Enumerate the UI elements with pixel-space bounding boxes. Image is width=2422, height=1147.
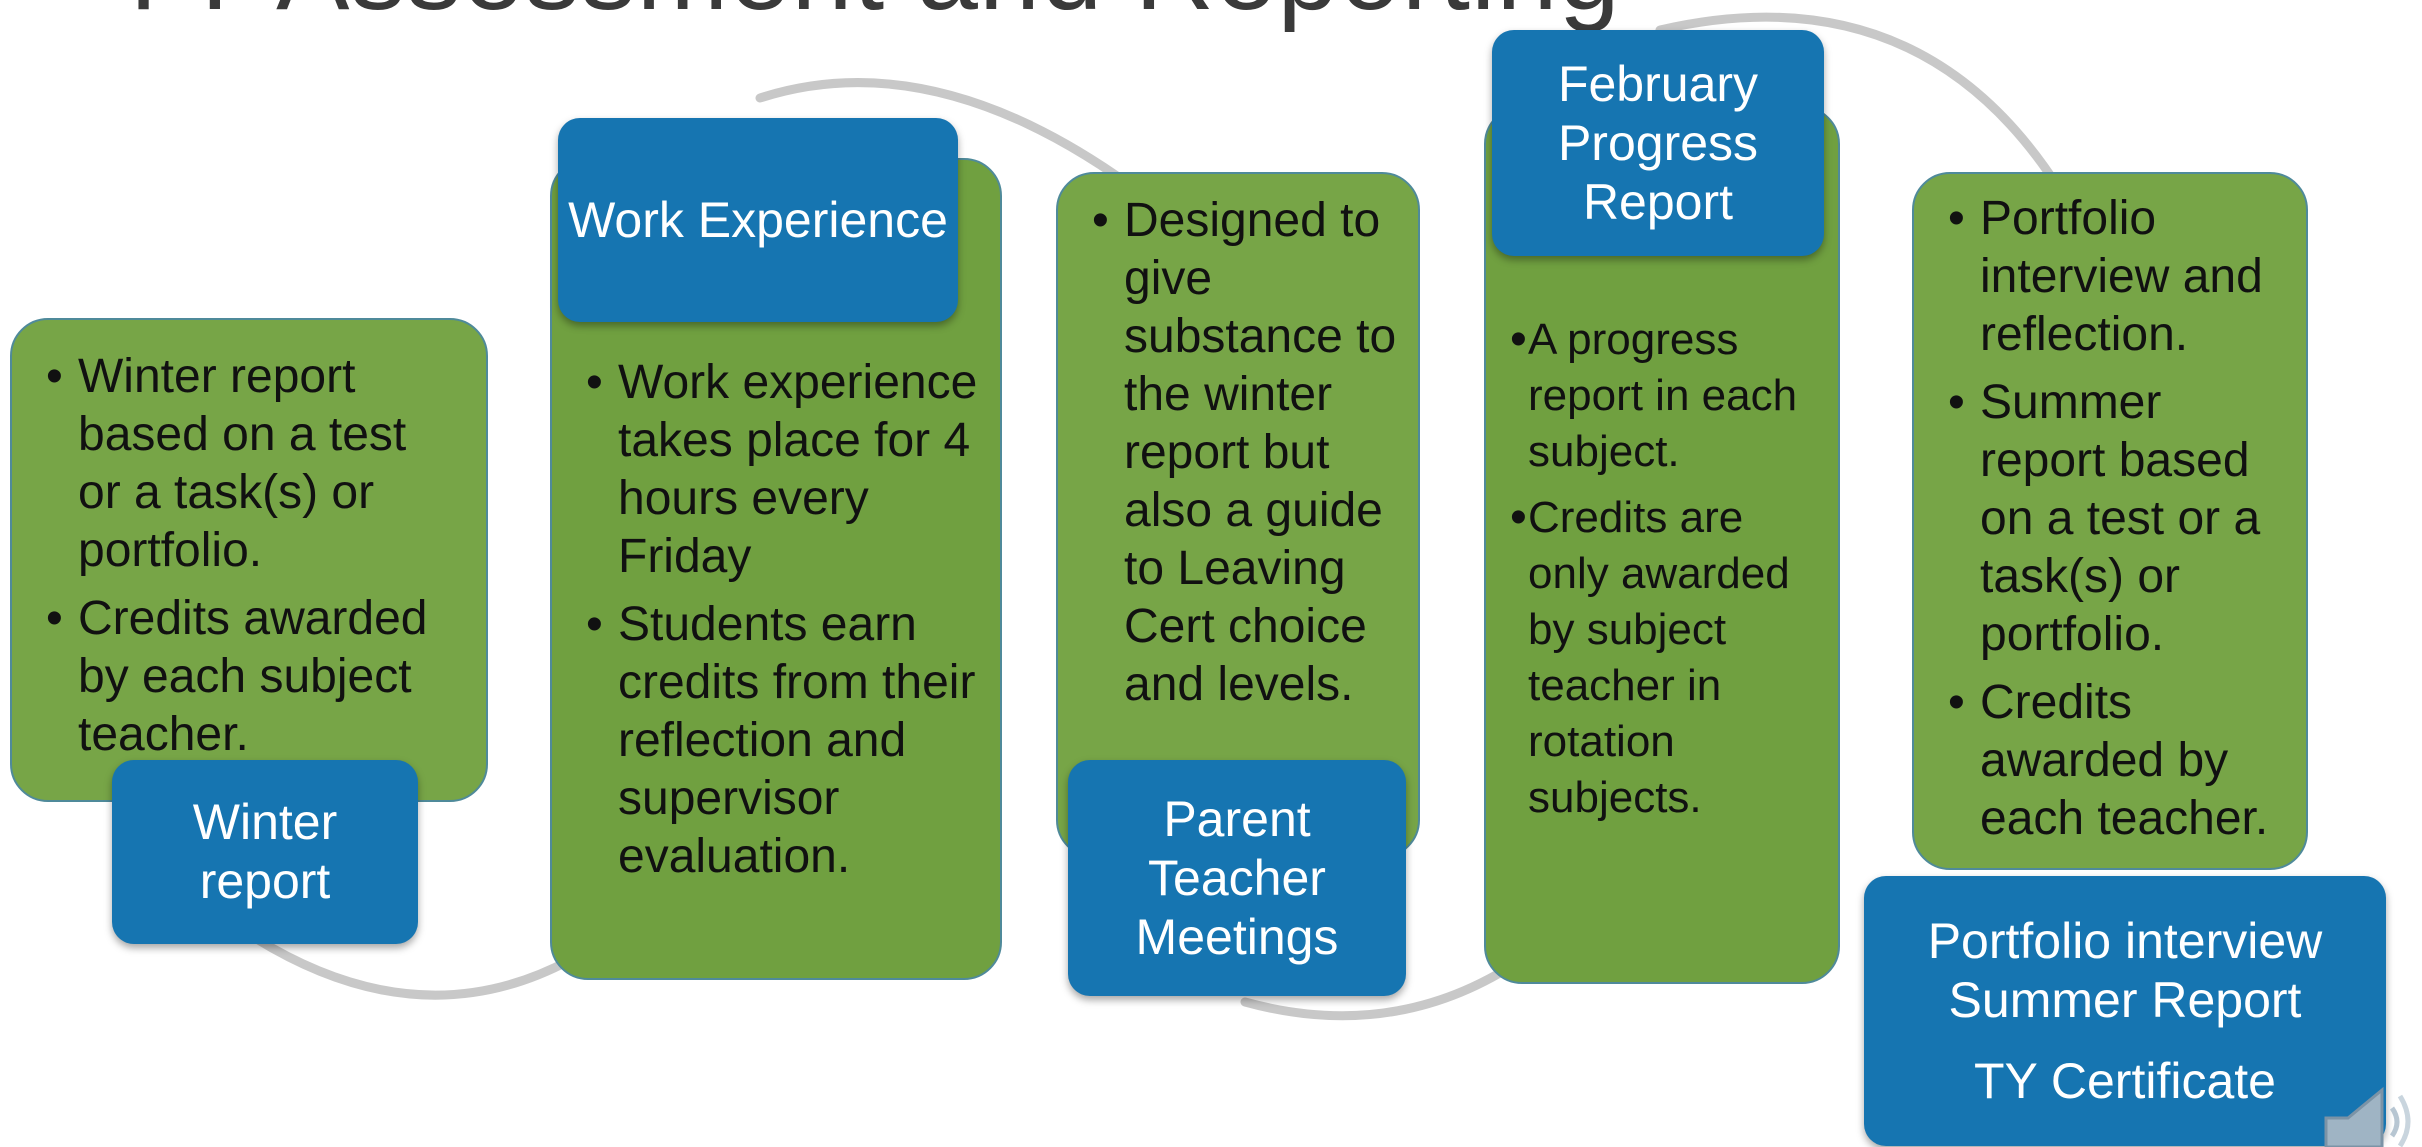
stage-3-label: Parent Teacher Meetings <box>1068 760 1406 996</box>
stage-2-bullet-1: Work experience takes place for 4 hours … <box>572 354 984 586</box>
stage-1-label: Winter report <box>112 760 418 944</box>
stage-1-bullet-2: Credits awarded by each subject teacher. <box>32 590 462 764</box>
stage-5-card: Portfolio interview and reflection. Summ… <box>1912 172 2308 870</box>
stage-3-bullet-1: Designed to give substance to the winter… <box>1078 192 1404 714</box>
stage-1-bullet-1: Winter report based on a test or a task(… <box>32 348 462 580</box>
stage-4-bullet-1: A progress report in each subject. <box>1496 312 1824 480</box>
speaker-icon[interactable] <box>2322 1082 2418 1147</box>
stage-5-bullet-2: Summer report based on a test or a task(… <box>1934 374 2292 664</box>
stage-4-label: February Progress Report <box>1492 30 1824 256</box>
stage-3-card: Designed to give substance to the winter… <box>1056 172 1420 858</box>
stage-4-bullet-2: Credits are only awarded by subject teac… <box>1496 490 1824 826</box>
stage-5-label: Portfolio interview Summer Report TY Cer… <box>1864 876 2386 1146</box>
stage-2-bullet-2: Students earn credits from their reflect… <box>572 596 984 886</box>
slide-title: TY Assessment and Reporting <box>110 0 1621 35</box>
stage-5-bullet-1: Portfolio interview and reflection. <box>1934 190 2292 364</box>
stage-2-label: Work Experience <box>558 118 958 322</box>
stage-5-bullet-3: Credits awarded by each teacher. <box>1934 674 2292 848</box>
stage-1-card: Winter report based on a test or a task(… <box>10 318 488 802</box>
